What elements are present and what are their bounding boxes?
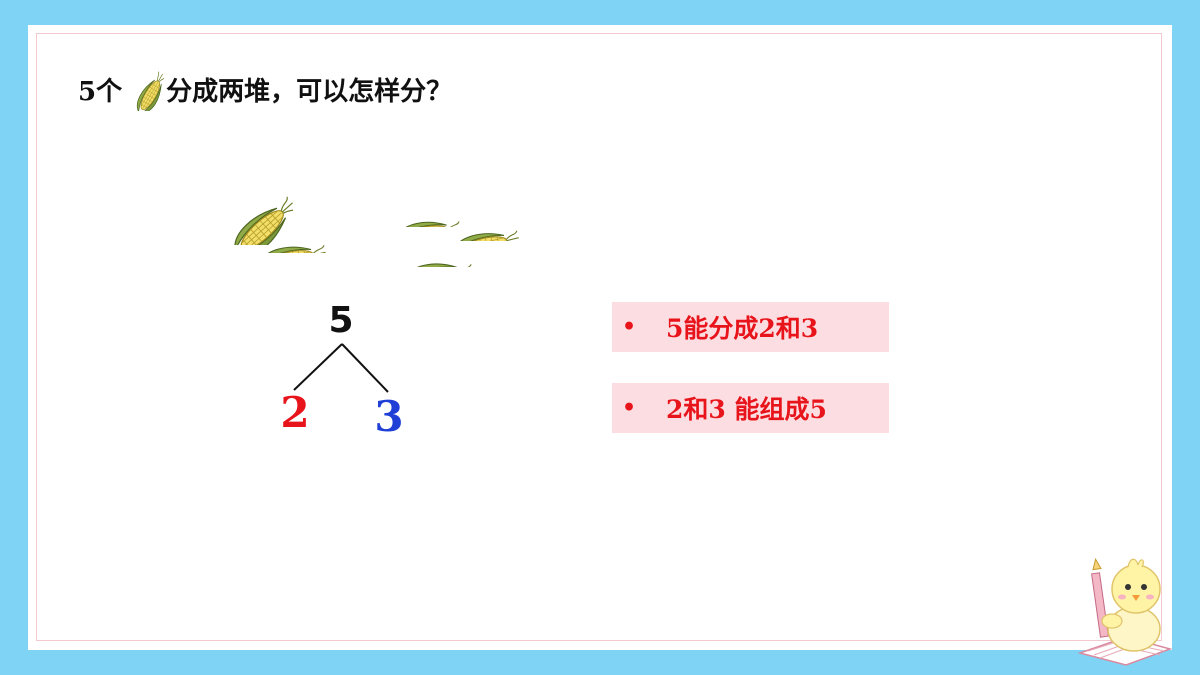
question-suffix: 分成两堆，可以怎样分？	[166, 76, 453, 107]
bullet: •	[622, 314, 637, 340]
tree-total: 5	[328, 300, 354, 341]
fact-box-split: • 5能分成2和3	[612, 302, 889, 352]
corn-icon	[399, 257, 476, 267]
number-decomposition-tree: 5 2 3	[278, 300, 418, 460]
tree-right-part: 3	[374, 392, 404, 441]
fact-box-compose: • 2和3 能组成5	[612, 383, 889, 433]
fact-text: 5能分成2和3	[666, 314, 819, 343]
corn-pile-two	[213, 175, 333, 255]
corn-pile-three	[386, 185, 526, 267]
corn-icon	[252, 238, 329, 253]
tree-left-part: 2	[280, 388, 310, 437]
bullet: •	[622, 395, 637, 421]
tree-branches	[293, 343, 389, 393]
slide: 5个 分成两堆，可以怎样分？	[28, 25, 1173, 666]
corn-icon	[130, 69, 165, 111]
chick-writing-icon	[1078, 557, 1173, 666]
slide-border	[36, 33, 1162, 641]
fact-text: 2和3 能组成5	[666, 395, 827, 424]
question-title: 5个 分成两堆，可以怎样分？	[78, 67, 452, 111]
question-prefix: 5个	[78, 76, 123, 107]
